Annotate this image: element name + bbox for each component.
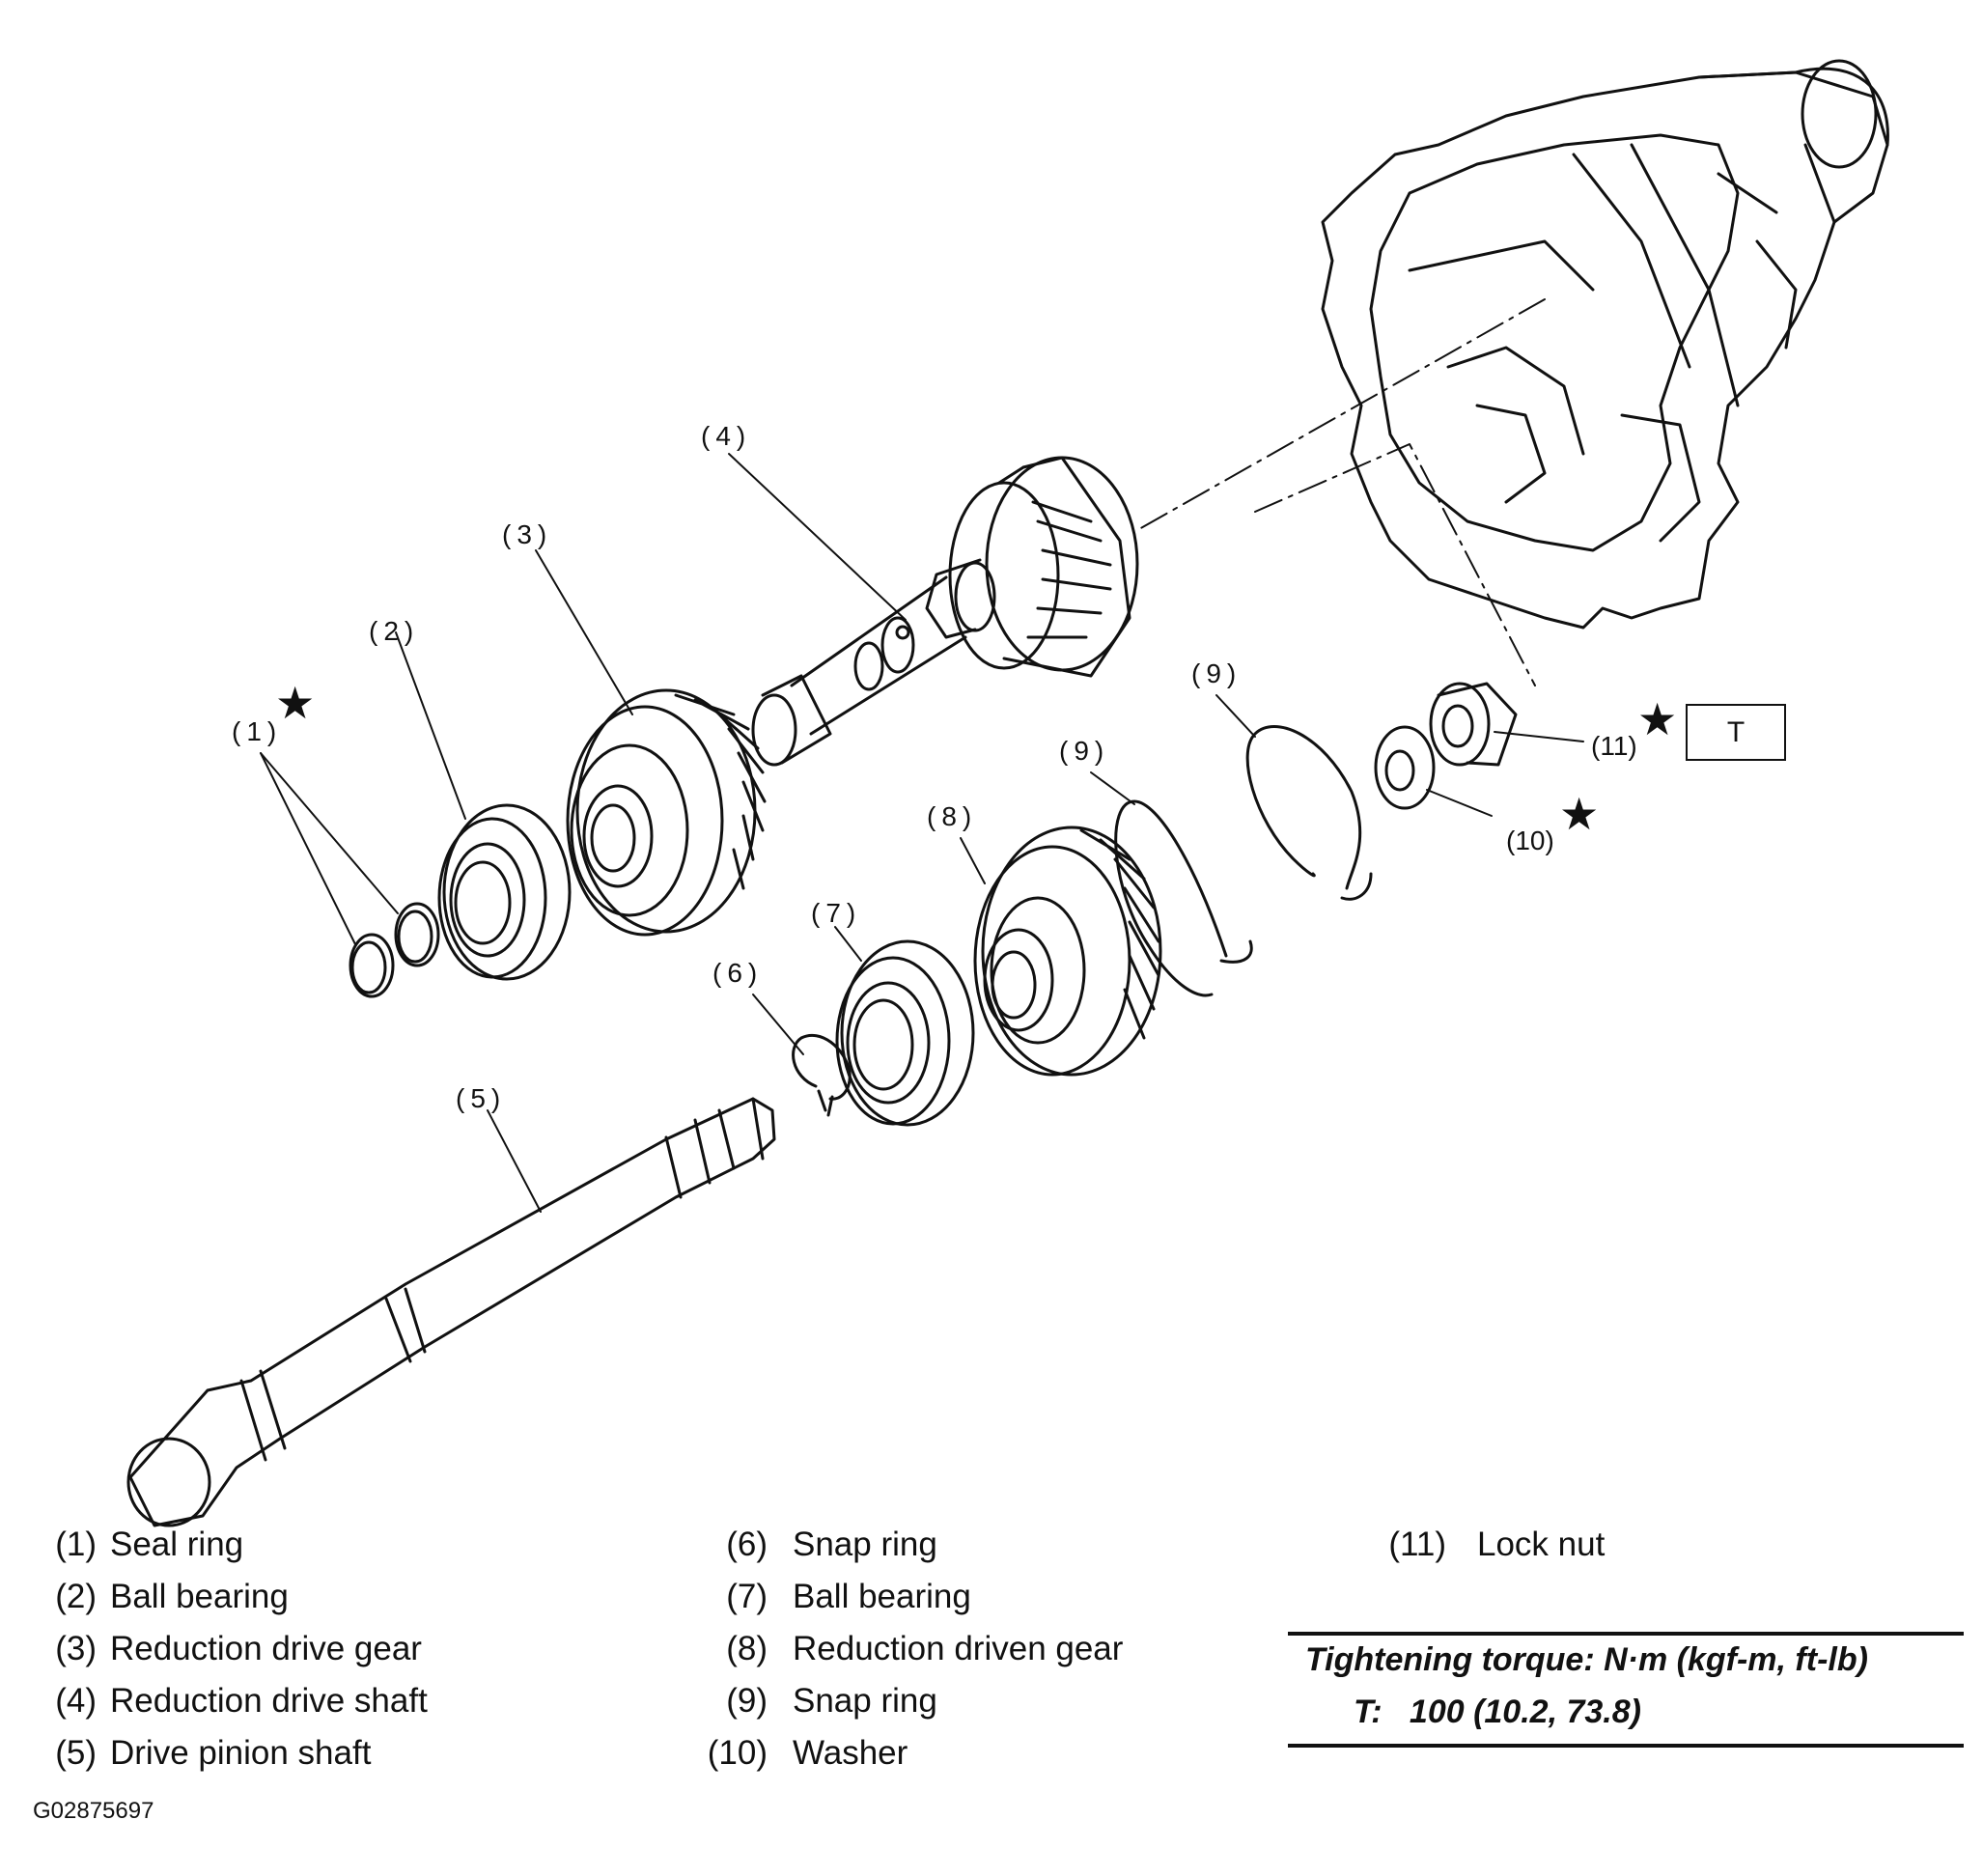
leader-lines <box>260 453 1584 1213</box>
legend-text: Snap ring <box>793 1526 937 1563</box>
callout-9b: (9) <box>1191 658 1243 688</box>
legend-text: Reduction driven gear <box>793 1630 1124 1667</box>
torque-bottom-rule <box>1288 1744 1964 1748</box>
snap-ring-9b <box>1245 725 1373 901</box>
callout-8: (8) <box>927 801 978 831</box>
legend-num: (8) <box>726 1630 768 1667</box>
legend-num: (9) <box>726 1682 768 1720</box>
legend-text: Seal ring <box>110 1526 244 1563</box>
callout-7: (7) <box>811 898 862 928</box>
legend-num: (5) <box>55 1734 97 1772</box>
legend-text: Reduction drive shaft <box>110 1682 428 1720</box>
legend-text: Ball bearing <box>110 1578 289 1615</box>
ball-bearing-7 <box>835 939 975 1127</box>
legend-text: Washer <box>793 1734 908 1772</box>
legend-num: (3) <box>55 1630 97 1667</box>
star-icon: ★ <box>275 677 316 729</box>
legend-num: (10) <box>707 1734 768 1772</box>
callout-2: (2) <box>369 616 420 646</box>
seal-rings <box>349 902 440 998</box>
axis-centerline <box>1138 298 1546 686</box>
torque-title: Tightening torque: N·m (kgf-m, ft-lb) <box>1305 1641 1868 1678</box>
drive-pinion-shaft <box>126 1097 776 1527</box>
legend-num: (11) <box>1388 1526 1446 1563</box>
star-icon: ★ <box>1637 693 1678 745</box>
callout-11: (11) <box>1591 731 1637 761</box>
callout-4: (4) <box>701 421 752 451</box>
callout-10: (10) <box>1506 826 1554 855</box>
legend-text: Ball bearing <box>793 1578 971 1615</box>
star-icon: ★ <box>1559 788 1600 840</box>
legend-num: (2) <box>55 1578 97 1615</box>
lock-nut <box>1429 682 1518 767</box>
reduction-drive-shaft <box>751 456 1139 767</box>
callout-9a: (9) <box>1059 736 1110 766</box>
legend-num: (4) <box>55 1682 97 1720</box>
callout-5: (5) <box>456 1083 507 1113</box>
washer <box>1374 725 1436 810</box>
legend-text: Snap ring <box>793 1682 937 1720</box>
callout-3: (3) <box>502 519 553 549</box>
transmission-case <box>1321 59 1889 630</box>
callout-1: (1) <box>232 716 283 746</box>
figure-id: G02875697 <box>33 1798 154 1824</box>
torque-top-rule <box>1288 1632 1964 1636</box>
legend-text: Lock nut <box>1477 1526 1606 1563</box>
reduction-drive-gear <box>566 688 767 937</box>
snap-ring-9a <box>1114 799 1253 997</box>
legend-text: Reduction drive gear <box>110 1630 422 1667</box>
legend-text: Drive pinion shaft <box>110 1734 372 1772</box>
legend-num: (1) <box>55 1526 97 1563</box>
legend-num: (7) <box>726 1578 768 1615</box>
legend-num: (6) <box>726 1526 768 1563</box>
torque-symbol-box: T <box>1686 704 1786 761</box>
torque-value: T: 100 (10.2, 73.8) <box>1354 1694 1641 1730</box>
snap-ring-6 <box>792 1034 852 1117</box>
reduction-driven-gear <box>973 826 1162 1077</box>
ball-bearing-2 <box>437 803 572 981</box>
callout-6: (6) <box>712 958 764 988</box>
